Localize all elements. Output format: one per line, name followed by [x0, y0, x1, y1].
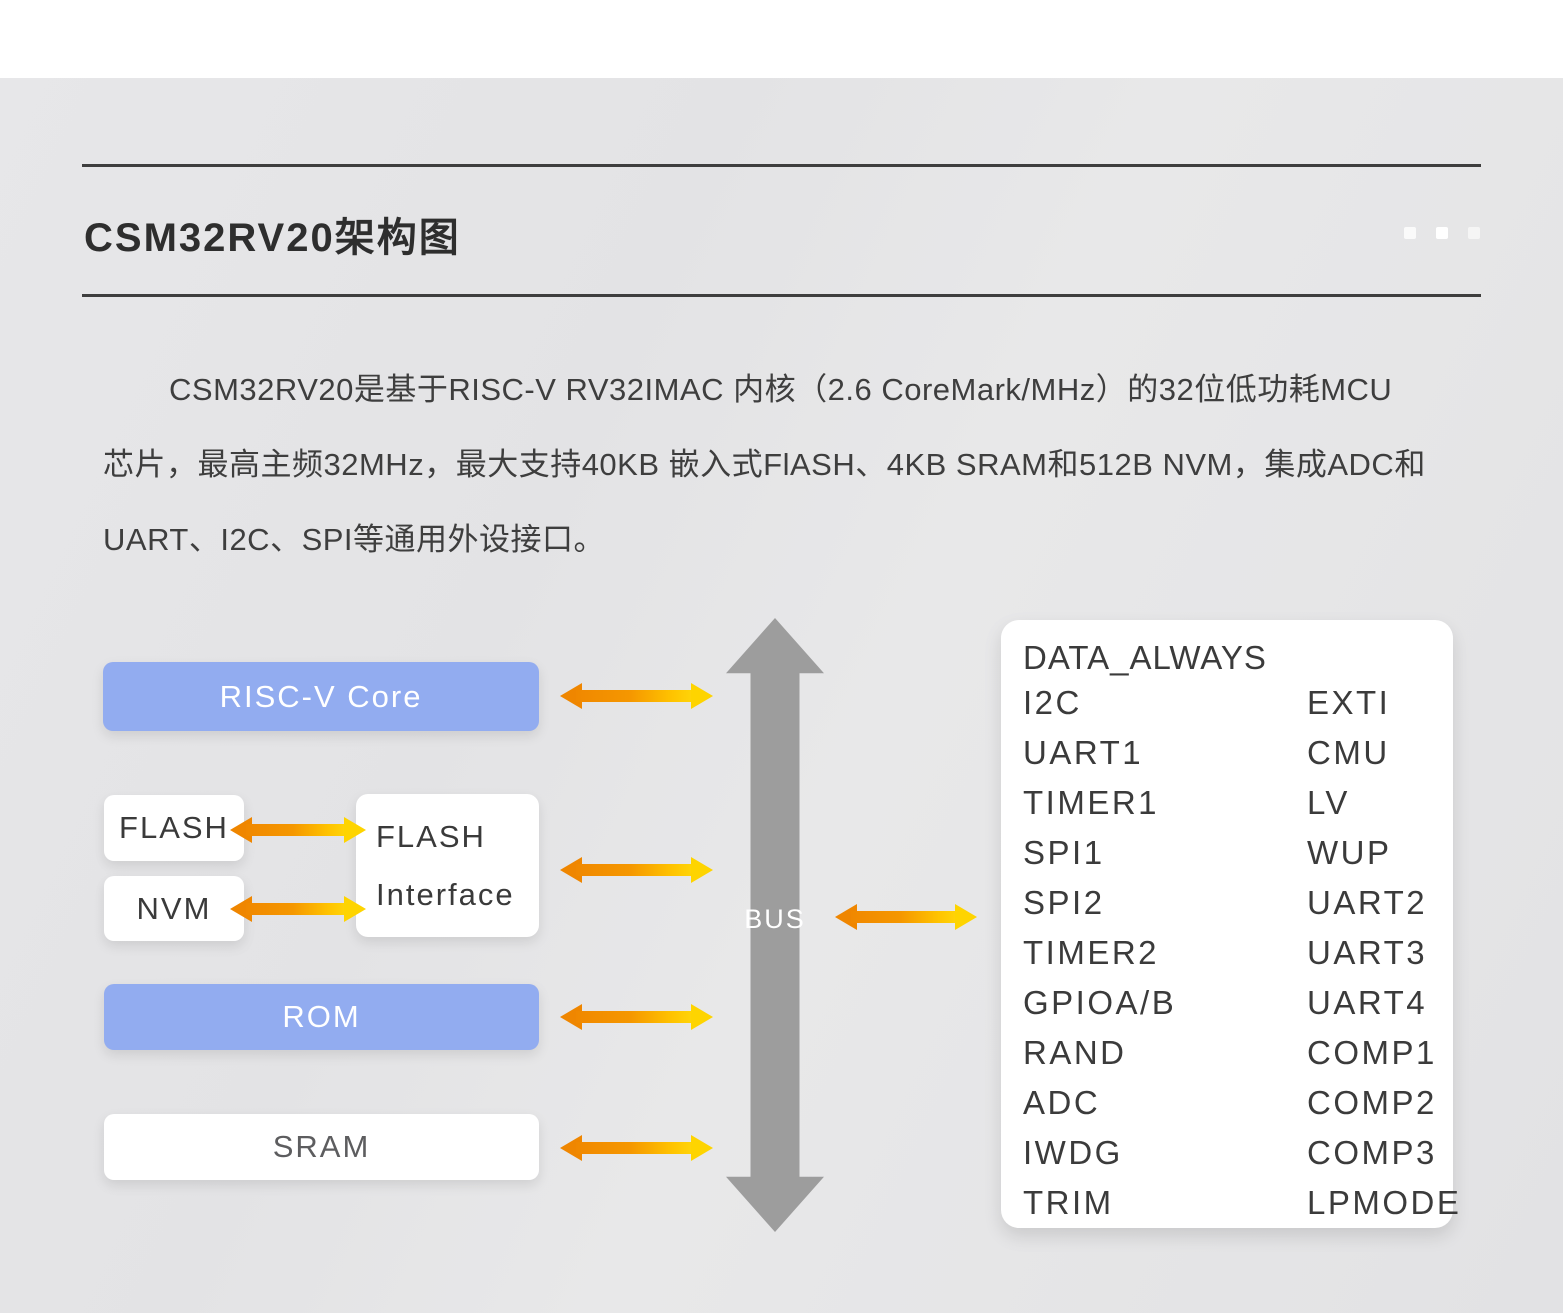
peripheral-item: GPIOA/B — [1023, 984, 1177, 1021]
carousel-dots — [1404, 227, 1480, 239]
peripheral-item: SPI2 — [1023, 884, 1105, 921]
arrow-riscv-to-bus — [560, 683, 713, 709]
block-flash-interface-label-line2: Interface — [376, 876, 515, 912]
block-nvm: NVM — [104, 876, 244, 941]
peripheral-item: I2C — [1023, 684, 1082, 721]
arrow-sram-to-bus — [560, 1135, 713, 1161]
block-riscv-core: RISC-V Core — [103, 662, 539, 731]
peripheral-item: CMU — [1307, 734, 1390, 771]
peripheral-item: TIMER1 — [1023, 784, 1160, 821]
intro-line: 芯片，最高主频32MHz，最大支持40KB 嵌入式FlASH、4KB SRAM和… — [103, 447, 1426, 482]
peripheral-item: EXTI — [1307, 684, 1391, 721]
arrow-bus-to-peripherals — [835, 904, 977, 930]
arrow-flash-to-interface — [230, 817, 366, 843]
bus-label: BUS — [744, 904, 806, 934]
block-rom: ROM — [104, 984, 539, 1050]
block-rom-label: ROM — [282, 999, 361, 1034]
peripheral-item: COMP1 — [1307, 1034, 1437, 1071]
block-flash: FLASH — [104, 795, 244, 861]
peripheral-item: UART3 — [1307, 934, 1428, 971]
peripheral-item: COMP2 — [1307, 1084, 1437, 1121]
peripheral-item: LV — [1307, 784, 1350, 821]
block-sram: SRAM — [104, 1114, 539, 1180]
peripheral-item: UART4 — [1307, 984, 1428, 1021]
peripherals-card: DATA_ALWAYS I2C UART1 TIMER1 SPI1 SPI2 T… — [1001, 620, 1459, 1228]
block-flash-interface-label-line1: FLASH — [376, 818, 486, 854]
block-nvm-label: NVM — [136, 890, 212, 926]
intro-line: CSM32RV20是基于RISC-V RV32IMAC 内核（2.6 CoreM… — [169, 372, 1393, 407]
carousel-dot — [1404, 227, 1416, 239]
peripherals-column-left: I2C UART1 TIMER1 SPI1 SPI2 TIMER2 GPIOA/… — [1023, 678, 1176, 1228]
peripheral-item: TIMER2 — [1023, 934, 1160, 971]
title-rule-top — [82, 164, 1481, 167]
page-title: CSM32RV20架构图 — [84, 216, 461, 260]
peripheral-item: LPMODE — [1307, 1184, 1462, 1221]
peripheral-item: WUP — [1307, 834, 1392, 871]
arrow-rom-to-bus — [560, 1004, 713, 1030]
peripherals-card-header: DATA_ALWAYS — [1023, 639, 1267, 676]
peripheral-item: ADC — [1023, 1084, 1101, 1121]
carousel-dot — [1468, 227, 1480, 239]
intro-paragraph: CSM32RV20是基于RISC-V RV32IMAC 内核（2.6 CoreM… — [103, 352, 1463, 577]
block-flash-interface: FLASH Interface — [356, 794, 539, 937]
peripheral-item: UART2 — [1307, 884, 1428, 921]
block-sram-label: SRAM — [272, 1129, 371, 1164]
carousel-dot — [1436, 227, 1448, 239]
peripheral-item: TRIM — [1023, 1184, 1114, 1221]
peripheral-item: SPI1 — [1023, 834, 1105, 871]
intro-line: UART、I2C、SPI等通用外设接口。 — [103, 522, 606, 557]
peripheral-item: UART1 — [1023, 734, 1144, 771]
arrow-interface-to-bus — [560, 857, 713, 883]
peripheral-item: IWDG — [1023, 1134, 1123, 1171]
peripherals-column-right: EXTI CMU LV WUP UART2 UART3 UART4 COMP1 … — [1307, 678, 1461, 1228]
block-flash-label: FLASH — [119, 810, 229, 845]
peripheral-item: COMP3 — [1307, 1134, 1437, 1171]
block-riscv-core-label: RISC-V Core — [219, 678, 423, 714]
peripheral-item: RAND — [1023, 1034, 1127, 1071]
arrow-nvm-to-interface — [230, 896, 366, 922]
title-rule-bottom — [82, 294, 1481, 297]
